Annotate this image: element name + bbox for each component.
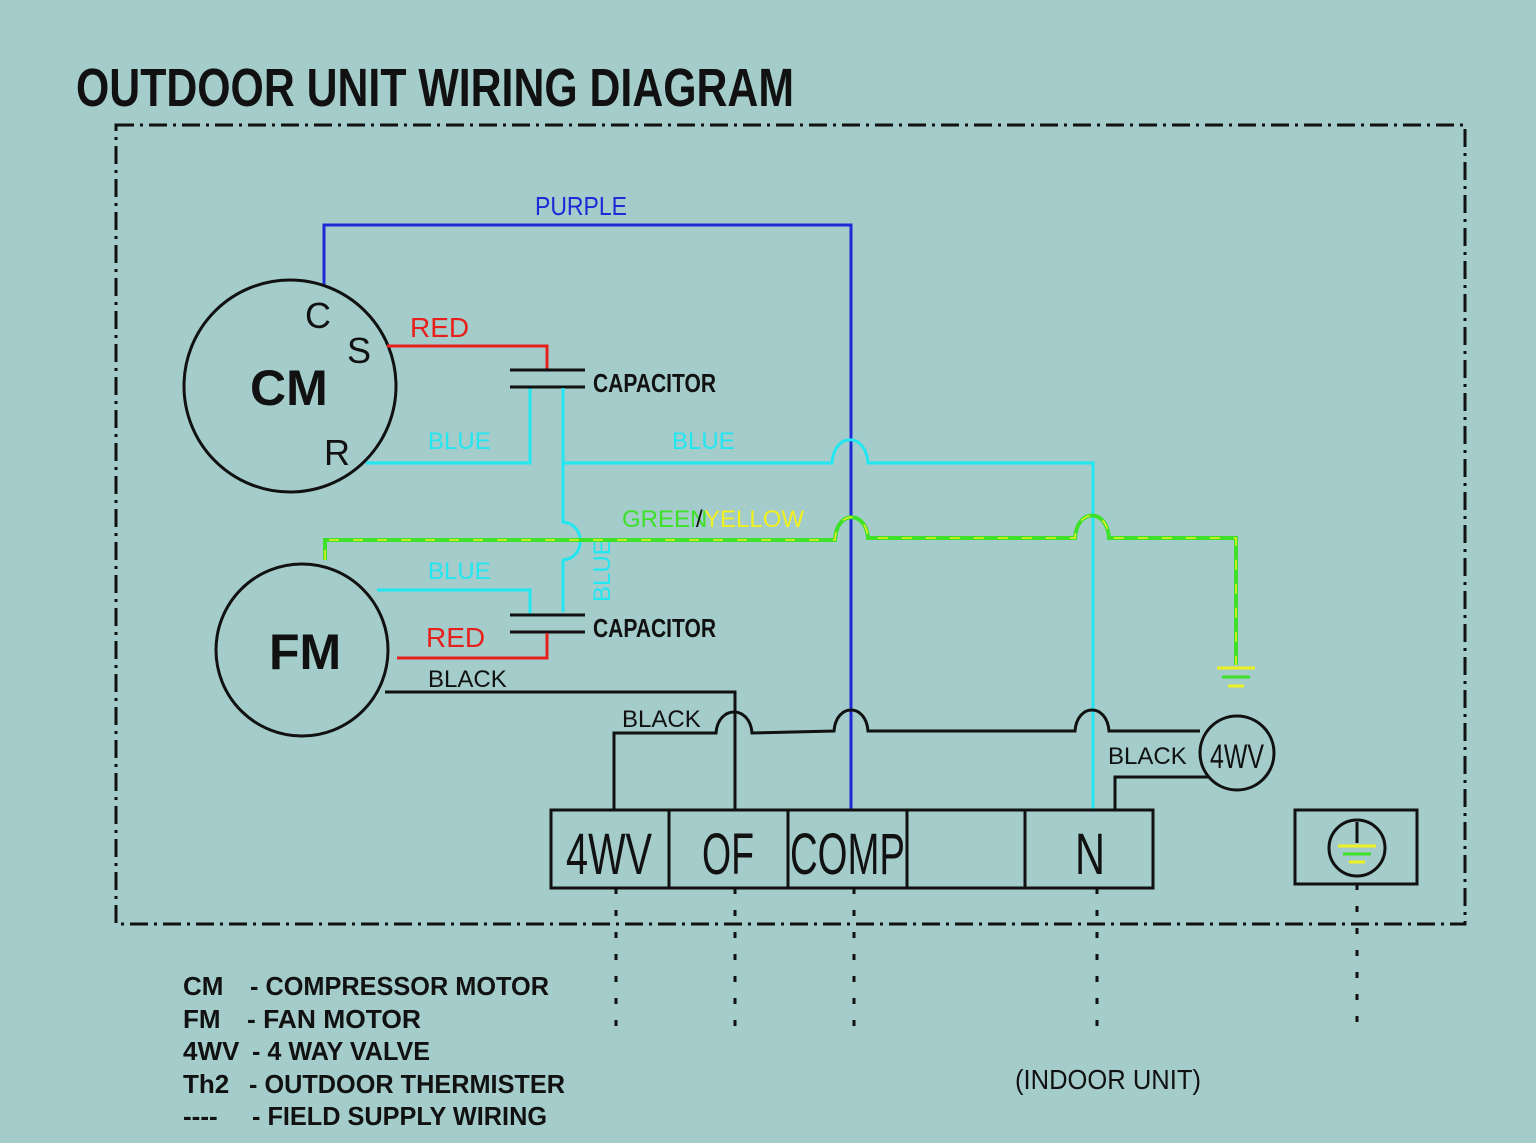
- outdoor-unit-enclosure: [114, 123, 1467, 926]
- legend-abbr-3: 4WV: [183, 1036, 240, 1066]
- cm-terminal-s: S: [347, 330, 371, 371]
- four-way-valve-label: 4WV: [1210, 738, 1264, 776]
- purple-wire-label: PURPLE: [535, 191, 627, 221]
- blue-wire-top-label: BLUE: [672, 428, 735, 455]
- field-supply-wiring: [614, 884, 1359, 1035]
- yellow-label: YELLOW: [704, 506, 804, 533]
- green-label: GREEN: [622, 506, 707, 533]
- legend: CM - COMPRESSOR MOTOR FM - FAN MOTOR 4WV…: [183, 971, 565, 1131]
- blue-wire-common: [561, 388, 1095, 810]
- black-wire-valve: [1113, 775, 1209, 810]
- cm-label: CM: [250, 360, 328, 416]
- four-way-valve: [1198, 714, 1276, 792]
- capacitor-1-label: CAPACITOR: [593, 368, 716, 398]
- red-wire-cm: [387, 344, 549, 369]
- cm-terminal-r: R: [324, 432, 350, 473]
- terminal-comp: COMP: [790, 822, 905, 887]
- legend-abbr-1: CM: [183, 971, 223, 1001]
- page-title: OUTDOOR UNIT WIRING DIAGRAM: [76, 58, 794, 118]
- compressor-motor: [182, 278, 398, 494]
- blue-wire-fm-label: BLUE: [428, 558, 491, 585]
- black-wire-fm-label: BLACK: [428, 666, 507, 693]
- legend-desc-5: - FIELD SUPPLY WIRING: [252, 1101, 547, 1131]
- indoor-unit-label: (INDOOR UNIT): [1015, 1064, 1201, 1095]
- red-wire-fm: [397, 633, 549, 660]
- ground-terminal-icon: [1327, 818, 1387, 878]
- blue-wire-cm-r-label: BLUE: [428, 428, 491, 455]
- red-wire-fm-label: RED: [426, 622, 485, 653]
- legend-abbr-5: ----: [183, 1101, 218, 1131]
- capacitor-2-label: CAPACITOR: [593, 613, 716, 643]
- capacitor-1: [510, 368, 585, 389]
- terminal-of: OF: [702, 822, 754, 887]
- blue-wire-fm: [377, 588, 532, 614]
- blue-wire-vertical-label: BLUE: [589, 539, 616, 602]
- black-wire-valve-label: BLACK: [1108, 743, 1187, 770]
- black-wire-4wv: [612, 708, 1200, 810]
- capacitor-2: [510, 613, 585, 634]
- legend-desc-2: - FAN MOTOR: [247, 1004, 421, 1034]
- terminal-block: [549, 808, 1155, 890]
- legend-abbr-4: Th2: [183, 1069, 229, 1099]
- terminal-4wv: 4WV: [566, 822, 652, 887]
- legend-abbr-2: FM: [183, 1004, 221, 1034]
- earth-ground-icon: [1217, 666, 1255, 688]
- blue-wire-cm-r: [366, 388, 532, 465]
- black-wire-4wv-terminal-label: BLACK: [622, 706, 701, 733]
- fan-motor: [214, 562, 390, 738]
- fm-label: FM: [269, 624, 341, 680]
- legend-desc-3: - 4 WAY VALVE: [252, 1036, 430, 1066]
- legend-desc-4: - OUTDOOR THERMISTER: [249, 1069, 565, 1099]
- black-wire-fm: [385, 690, 737, 810]
- cm-terminal-c: C: [305, 295, 331, 336]
- red-wire-cm-label: RED: [410, 312, 469, 343]
- green-yellow-ground-wire-stripe: [324, 514, 1237, 665]
- blue-wire-vertical: [561, 463, 582, 612]
- legend-desc-1: - COMPRESSOR MOTOR: [250, 971, 549, 1001]
- slash-label: /: [696, 506, 703, 533]
- terminal-n: N: [1075, 822, 1105, 887]
